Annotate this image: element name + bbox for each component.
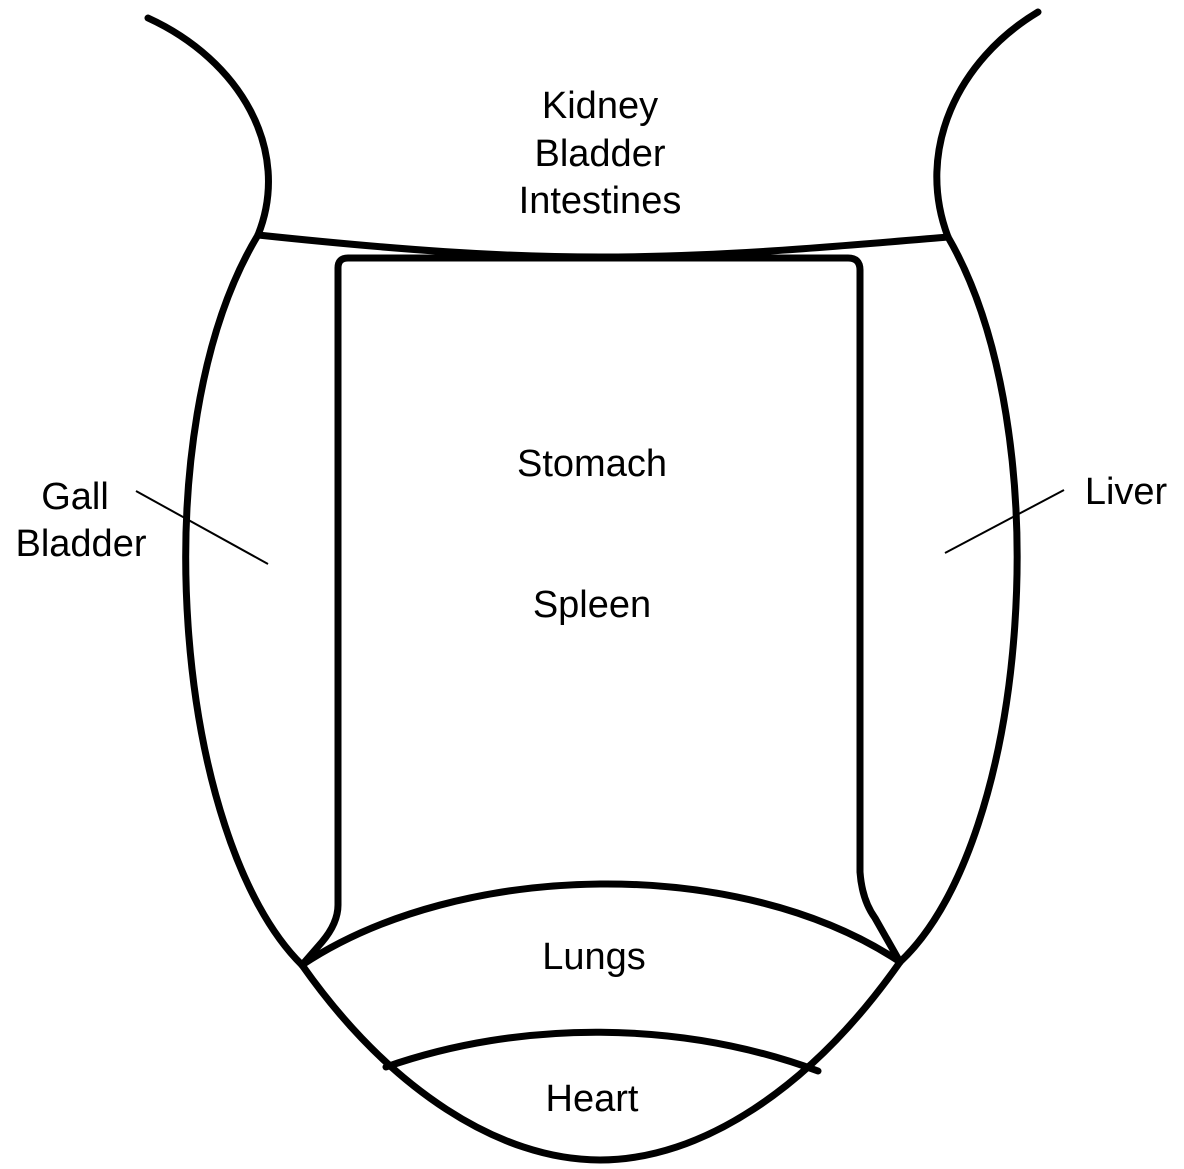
label-gall-bladder: Bladder [16, 523, 147, 565]
left-root-curve [148, 18, 268, 235]
label-spleen: Spleen [533, 584, 651, 626]
root-boundary-line [258, 235, 948, 257]
label-lungs: Lungs [542, 936, 646, 978]
heart-boundary-arc [386, 1032, 818, 1071]
gall-bladder-pointer-line [136, 491, 268, 564]
label-stomach: Stomach [517, 443, 667, 485]
label-liver: Liver [1085, 471, 1168, 513]
label-heart: Heart [546, 1078, 639, 1120]
liver-pointer-line [945, 490, 1064, 553]
label-intestines: Intestines [519, 180, 682, 222]
right-root-curve [937, 12, 1038, 237]
label-kidney: Kidney [542, 85, 658, 127]
label-bladder: Bladder [535, 133, 666, 175]
tongue-outline [186, 235, 1017, 1160]
label-gall: Gall [41, 476, 109, 518]
